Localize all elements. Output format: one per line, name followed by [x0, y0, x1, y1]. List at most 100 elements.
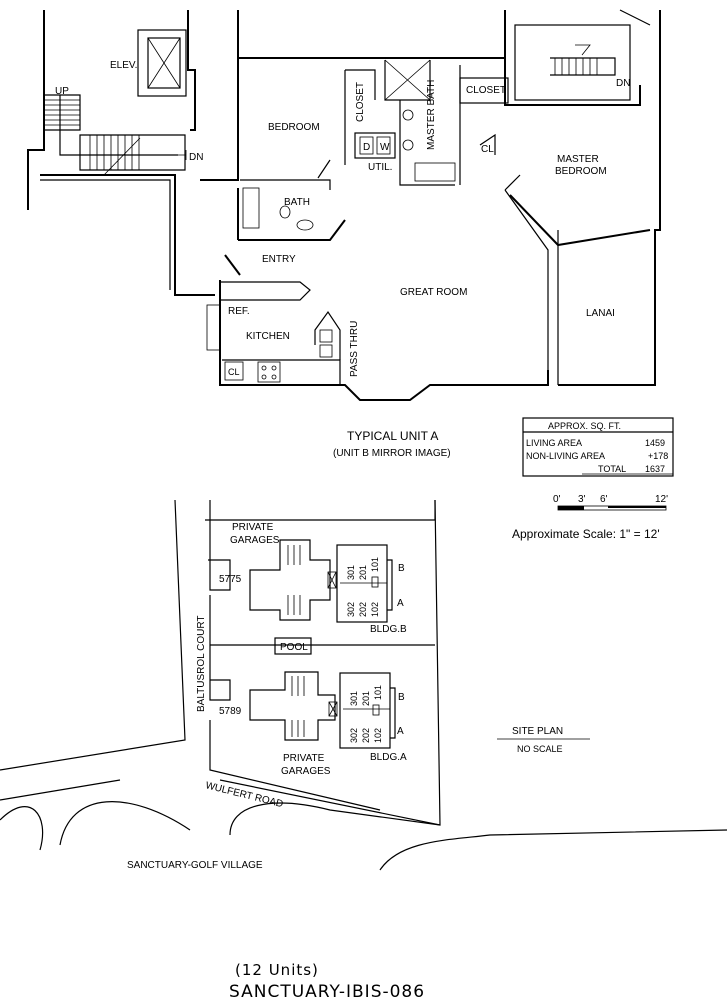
- cl-master-door: [479, 133, 496, 155]
- site-plan-title: SITE PLAN: [512, 726, 563, 737]
- scale-tick-3: 12': [655, 494, 668, 505]
- label-closet-right: CLOSET: [466, 85, 506, 96]
- area-row-value-2: 1637: [645, 464, 665, 474]
- village-road-1: [0, 806, 44, 851]
- side-b-top: B: [398, 563, 405, 574]
- master-sink-1: [402, 109, 414, 121]
- label-dryer: D: [363, 142, 370, 153]
- area-row-label-2: TOTAL: [598, 464, 626, 474]
- garages-bottom: [249, 671, 338, 741]
- elevator-shaft-wall: [187, 10, 196, 131]
- toilet-bath: [279, 205, 291, 219]
- shower: [384, 60, 431, 101]
- court-road-left: [0, 499, 186, 771]
- unit-b-202: 202: [358, 602, 368, 617]
- garages-bottom-label-1: PRIVATE: [283, 753, 325, 764]
- unit-top-wall: [237, 10, 506, 59]
- unit-b-302: 302: [346, 602, 356, 617]
- label-master-bath: MASTER BATH: [426, 80, 437, 150]
- unit-subtitle: (UNIT B MIRROR IMAGE): [333, 448, 451, 459]
- garages-top-label-1: PRIVATE: [232, 522, 274, 533]
- area-table: APPROX. SQ. FT. LIVING AREA 1459 NON-LIV…: [522, 417, 674, 477]
- pool-label: POOL: [280, 642, 308, 653]
- left-stairs: [44, 94, 187, 176]
- tub-master: [414, 162, 456, 182]
- area-row-value-0: 1459: [645, 438, 665, 448]
- street-court-label: BALTUSROL COURT: [196, 616, 207, 713]
- elevator-cross: [147, 37, 181, 89]
- elevator-box: [137, 29, 187, 97]
- label-bedroom: BEDROOM: [268, 122, 320, 133]
- footer-code: SANCTUARY-IBIS-086: [229, 982, 425, 1000]
- master-bedroom-lower-wall: [504, 189, 549, 370]
- right-stairs: [550, 44, 616, 76]
- label-lanai: LANAI: [586, 308, 615, 319]
- unit-a-102: 102: [373, 728, 383, 743]
- side-a-bottom: A: [397, 726, 404, 737]
- address-bottom: 5789: [219, 706, 242, 717]
- label-great-room: GREAT ROOM: [400, 287, 467, 298]
- stove: [257, 361, 281, 383]
- court-road-right-mid: [209, 595, 231, 701]
- scale-tick-2: 6': [600, 494, 608, 505]
- label-util: UTIL.: [368, 162, 392, 173]
- closet-top-wall: [345, 69, 376, 100]
- floor-plan: [27, 9, 661, 401]
- scale-bar: 0' 3' 6' 12' Approximate Scale: 1" = 12': [512, 494, 668, 541]
- unit-b-201: 201: [358, 565, 368, 580]
- label-elevator: ELEV.: [110, 60, 137, 71]
- footer-units: (12 Units): [235, 961, 319, 979]
- master-door: [504, 174, 521, 191]
- area-row-label-0: LIVING AREA: [526, 438, 582, 448]
- range-1: [319, 329, 333, 343]
- unit-a-302: 302: [349, 728, 359, 743]
- shower-cross: [384, 59, 431, 101]
- label-cl-master: CL: [481, 144, 494, 155]
- bathtub: [242, 187, 260, 229]
- bedroom-bottom-wall: [240, 179, 331, 190]
- label-dn-right: DN: [616, 78, 630, 89]
- court-road-right-top: [208, 500, 231, 591]
- util-room: [354, 132, 396, 159]
- address-top: 5775: [219, 574, 242, 585]
- floor-plan-labels: ELEV. UP DN DN BEDROOM CLOSET CLOSET MAS…: [55, 60, 630, 377]
- kitchen-great-room-bottom-wall: [219, 280, 549, 401]
- left-outer-wall: [27, 10, 45, 210]
- village-road-2: [59, 801, 191, 846]
- unit-b-102: 102: [370, 602, 380, 617]
- area-row-label-1: NON-LIVING AREA: [526, 451, 605, 461]
- unit-left-wall-upper: [200, 58, 239, 181]
- garages-top-label-2: GARAGES: [230, 535, 280, 546]
- unit-a-201: 201: [361, 691, 371, 706]
- stair-bottom-wall: [40, 174, 215, 296]
- pass-thru-counter: [314, 310, 341, 360]
- village-road-3: [229, 802, 441, 836]
- bldg-a-label: BLDG.A: [370, 752, 407, 763]
- unit-a-101: 101: [373, 685, 383, 700]
- village-road-4: [379, 829, 727, 871]
- entry-door-swing: [224, 254, 241, 276]
- right-stair-enclosure: [514, 24, 631, 101]
- label-closet-left: CLOSET: [355, 82, 366, 122]
- site-plan: PRIVATE GARAGES 5775 5789 BALTUSROL COUR…: [0, 499, 727, 871]
- lanai-right-wall: [558, 10, 661, 386]
- label-cl-kitchen: CL: [228, 367, 240, 377]
- washer: [376, 136, 391, 155]
- garages-top: [249, 539, 337, 621]
- master-closet: [459, 77, 509, 104]
- wulfert-road-side: [209, 720, 381, 811]
- building-a: [339, 672, 396, 749]
- elevator-car: [147, 37, 181, 89]
- label-pass-thru: PASS THRU: [349, 321, 360, 377]
- range-2: [319, 344, 333, 358]
- unit-b-301: 301: [346, 565, 356, 580]
- unit-a-202: 202: [361, 728, 371, 743]
- label-up: UP: [55, 86, 69, 97]
- cl-kitchen-box: [224, 361, 244, 381]
- master-bath-wall: [399, 100, 455, 186]
- label-washer: W: [380, 142, 390, 153]
- label-bath: BATH: [284, 197, 310, 208]
- building-b: [336, 544, 393, 623]
- garages-bottom-label-2: GARAGES: [281, 766, 331, 777]
